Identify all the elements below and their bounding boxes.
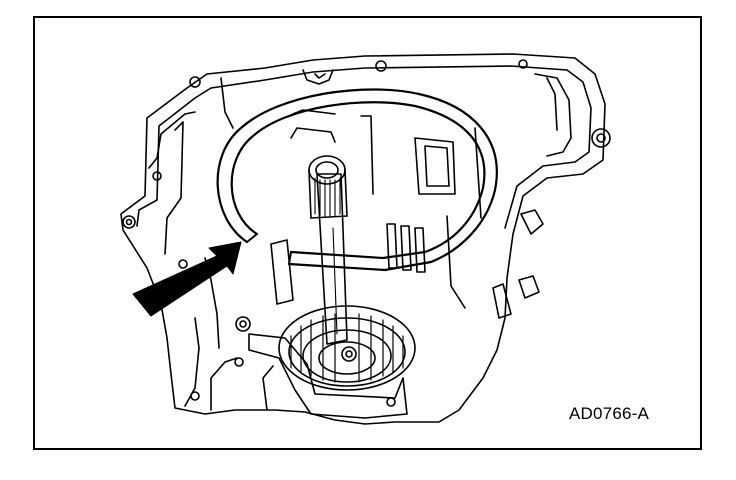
bolt-holes [122,59,611,407]
snap-ring [216,88,498,272]
transmission-illustration [120,53,611,425]
figure-id-label: AD0766-A [569,404,650,423]
transmission-case [120,53,606,425]
figure-frame: AD0766-A [33,16,702,450]
pointer-arrow [132,241,242,317]
case-ribs [270,109,544,319]
clutch-drum [278,305,416,391]
input-shaft [308,155,348,345]
